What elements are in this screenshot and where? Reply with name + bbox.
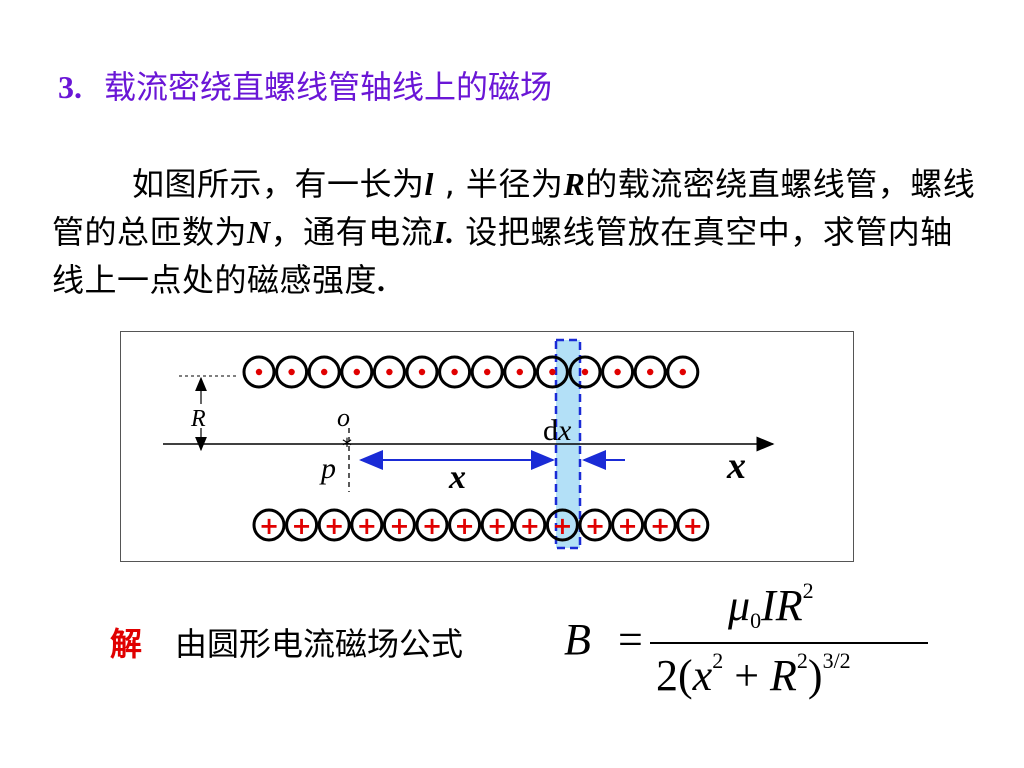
top-coil (438, 355, 472, 389)
label-x-inner: x (448, 459, 466, 496)
current-in-plus: + (520, 512, 540, 540)
top-coil (535, 355, 569, 389)
current-out-dot (679, 368, 686, 376)
top-coil (307, 355, 341, 389)
bottom-coil (285, 508, 319, 542)
label-dx: dx (543, 414, 572, 447)
current-out-dot (484, 368, 491, 376)
top-coil (633, 355, 667, 389)
bottom-coil (578, 508, 612, 542)
current-out-dot (614, 368, 621, 376)
var-N: N (247, 214, 271, 250)
para-text-1: 如图所示，有一长为 (132, 165, 425, 203)
para-text-2: , 半径为 (433, 165, 564, 203)
current-out-dot (451, 368, 458, 376)
current-out-dot (353, 368, 360, 376)
bottom-coil (545, 508, 579, 542)
bottom-coil (480, 508, 514, 542)
fraction-bar (650, 642, 928, 644)
current-out-dot (516, 368, 523, 376)
current-in-plus: + (324, 512, 344, 540)
current-in-plus: + (292, 512, 312, 540)
top-coil (242, 355, 276, 389)
current-in-plus: + (683, 512, 703, 540)
section-title: 3. 载流密绕直螺线管轴线上的磁场 (58, 62, 552, 108)
top-coil (340, 355, 374, 389)
bottom-coil (513, 508, 547, 542)
var-I: I. (433, 214, 455, 250)
field-formula: B = μ0IR2 2(x2 + R2)3/2 (560, 578, 940, 718)
para-text-4: ，通有电流 (270, 213, 434, 251)
bottom-coil (317, 508, 351, 542)
top-coil (568, 355, 602, 389)
para-text-5: 设把螺线管放在真空中，求管内轴线上一点处的磁感强度 (52, 213, 953, 299)
top-coil (503, 355, 537, 389)
bottom-coil (350, 508, 384, 542)
current-out-dot (321, 368, 328, 376)
top-coil-row (242, 355, 700, 389)
problem-paragraph: 如图所示，有一长为l , 半径为R的载流密绕直螺线管，螺线管的总匝数为N，通有电… (52, 160, 982, 304)
bottom-coil (415, 508, 449, 542)
formula-denominator: 2(x2 + R2)3/2 (656, 648, 851, 700)
bottom-coil (611, 508, 645, 542)
top-coil (601, 355, 635, 389)
solution-text: 由圆形电流磁场公式 (175, 625, 464, 663)
para-end: . (377, 262, 386, 298)
label-p: p (319, 452, 336, 485)
formula-lhs: B (564, 615, 591, 664)
label-R: R (190, 406, 206, 432)
label-x-axis: x (726, 445, 746, 487)
current-in-plus: + (585, 512, 605, 540)
current-out-dot (255, 368, 263, 376)
solenoid-figure: + + + + + + + + + + + + + + R o * p x dx x (120, 331, 854, 562)
current-in-plus: + (357, 512, 377, 540)
top-coil (372, 355, 406, 389)
current-out-dot (386, 368, 393, 376)
solution-label: 解 (110, 625, 143, 663)
para-text-3: 的载流密绕直螺线管，螺线管的总匝数为 (52, 165, 976, 251)
var-l: l (424, 166, 434, 202)
current-out-dot (581, 368, 589, 376)
bottom-coil-row: + + + + + + + + + + + + + + (252, 508, 710, 542)
current-in-plus: + (259, 512, 279, 540)
current-out-dot (418, 368, 426, 376)
current-in-plus: + (487, 512, 507, 540)
current-out-dot (288, 368, 295, 376)
top-coil (666, 355, 700, 389)
point-star: * (342, 434, 352, 458)
section-title-text: 载流密绕直螺线管轴线上的磁场 (104, 68, 553, 106)
current-out-dot (647, 368, 654, 376)
current-in-plus: + (650, 512, 670, 540)
bottom-coil (676, 508, 710, 542)
var-R: R (563, 166, 586, 202)
current-in-plus: + (618, 512, 638, 540)
current-in-plus: + (389, 512, 409, 540)
current-in-plus: + (552, 512, 572, 540)
bottom-coil (382, 508, 416, 542)
current-out-dot (549, 368, 556, 376)
formula-equals: = (618, 615, 643, 664)
current-in-plus: + (455, 512, 475, 540)
top-coil (470, 355, 504, 389)
label-o: o (337, 403, 350, 432)
current-in-plus: + (422, 512, 442, 540)
bottom-coil (643, 508, 677, 542)
top-coil (405, 355, 439, 389)
section-number: 3. (58, 69, 82, 105)
bottom-coil (448, 508, 482, 542)
solenoid-diagram: + + + + + + + + + + + + + + R o * p x dx x (163, 338, 775, 550)
formula-numerator: μ0IR2 (728, 578, 814, 633)
bottom-coil (252, 508, 286, 542)
top-coil (275, 355, 309, 389)
